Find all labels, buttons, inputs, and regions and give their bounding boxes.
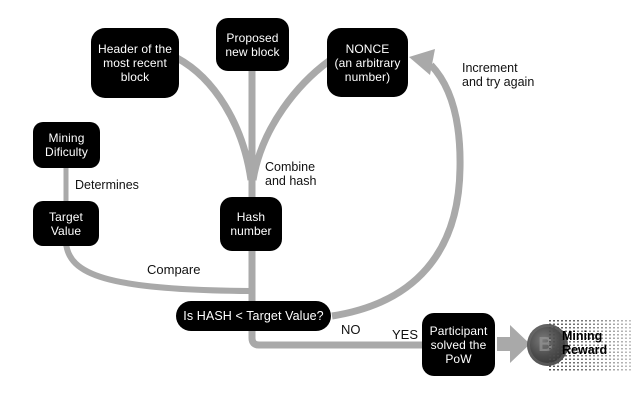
edge-header-to-hash: [175, 54, 255, 181]
node-decision: Is HASH < Target Value?: [176, 301, 331, 331]
node-hash-number: Hash number: [220, 197, 282, 251]
node-mining-difficulty: Mining Dificulty: [33, 122, 100, 168]
edge-nonce-to-hash: [249, 58, 332, 181]
node-nonce: NONCE (an arbitrary number): [327, 28, 408, 97]
node-target-value: Target Value: [33, 201, 99, 246]
label-compare: Compare: [147, 262, 201, 277]
reward-arrow-icon: [497, 325, 530, 363]
node-proposed-block: Proposed new block: [216, 18, 289, 71]
label-combine-and-hash: Combine and hash: [265, 160, 317, 188]
node-participant: Participant solved the PoW: [422, 313, 495, 376]
edge-main-flow: [248, 68, 423, 349]
coin-dissolve-pixels: [548, 319, 632, 371]
label-yes: YES: [392, 327, 419, 342]
label-increment: Increment and try again: [462, 61, 535, 89]
nonce-arrowhead-icon: [409, 49, 435, 75]
node-header-block: Header of the most recent block: [91, 28, 179, 98]
edge-no-loop: [331, 62, 464, 320]
label-no: NO: [341, 322, 361, 337]
edge-compare: [63, 242, 251, 294]
mining-reward-label: Mining Reward: [562, 329, 608, 357]
label-determines: Determines: [75, 178, 139, 192]
